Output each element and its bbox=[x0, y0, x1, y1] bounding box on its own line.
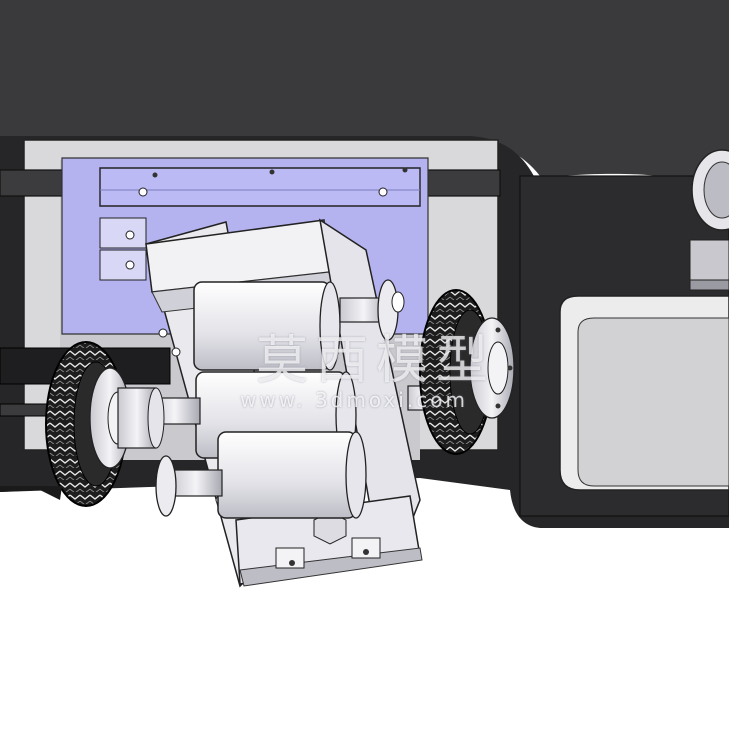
axle-shaft bbox=[155, 455, 223, 517]
wheel-icon bbox=[45, 341, 165, 507]
blue-bracket-top bbox=[99, 167, 421, 207]
roller-icon bbox=[193, 281, 341, 371]
right-display bbox=[577, 317, 729, 487]
roller-icon bbox=[217, 431, 367, 519]
upper-housing bbox=[0, 0, 729, 200]
bracket-tab bbox=[99, 249, 147, 281]
wheel-icon bbox=[419, 289, 515, 455]
housing-skirt bbox=[0, 486, 62, 500]
axle-shaft bbox=[339, 279, 405, 341]
bracket-tab bbox=[99, 217, 147, 249]
